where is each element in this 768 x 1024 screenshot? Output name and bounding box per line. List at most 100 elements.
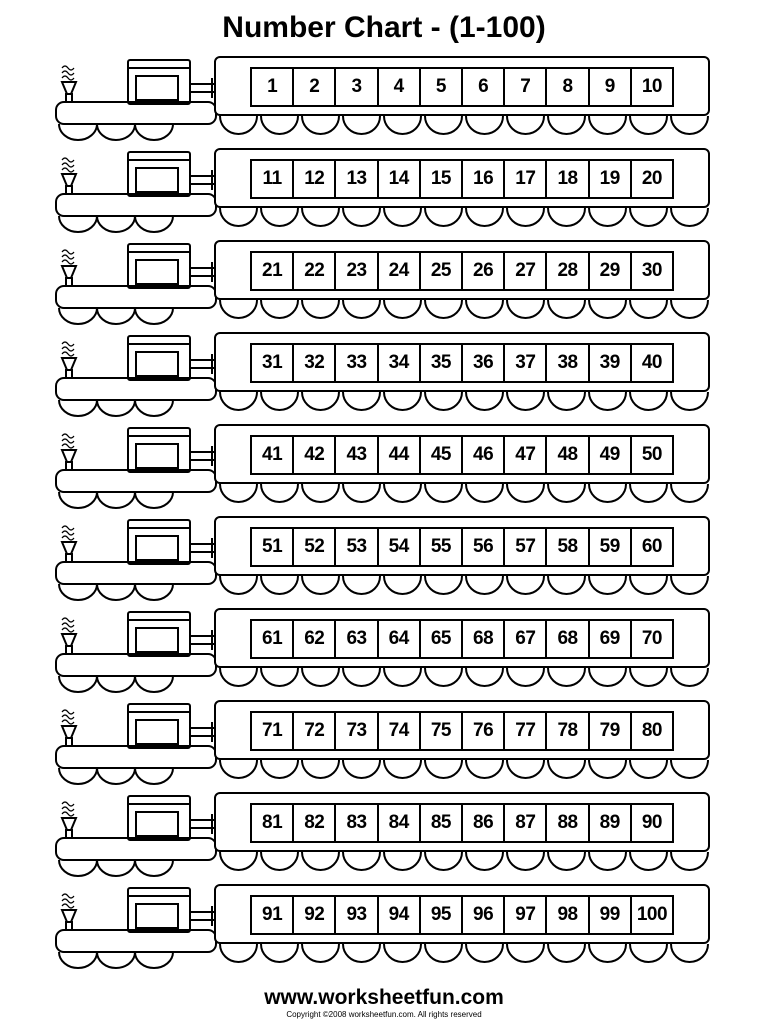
train-engine-icon <box>55 151 217 233</box>
number-cell: 77 <box>503 713 545 749</box>
car-wheels-icon <box>219 667 709 687</box>
number-cell: 68 <box>545 621 587 657</box>
car-wheels-icon <box>219 115 709 135</box>
number-cell: 95 <box>418 897 461 933</box>
number-cell: 91 <box>262 904 283 925</box>
footer-url: www.worksheetfun.com <box>264 986 504 1009</box>
number-cell: 96 <box>461 897 503 933</box>
number-cell: 84 <box>376 805 419 841</box>
number-cell: 46 <box>461 437 503 473</box>
car-wheels-icon <box>219 299 709 319</box>
number-cell: 47 <box>503 437 545 473</box>
number-cell: 52 <box>292 529 334 565</box>
number-cell: 54 <box>376 529 419 565</box>
number-cell: 76 <box>461 713 503 749</box>
car-wheels-icon <box>219 483 709 503</box>
number-cell: 23 <box>334 253 376 289</box>
number-cell: 74 <box>376 713 419 749</box>
number-cell: 80 <box>629 713 672 749</box>
number-cell: 38 <box>545 345 587 381</box>
number-cell: 73 <box>334 713 376 749</box>
number-cell: 90 <box>629 805 672 841</box>
number-cell: 43 <box>334 437 376 473</box>
number-cell: 63 <box>334 621 376 657</box>
number-cell: 16 <box>461 161 503 197</box>
number-cell: 6 <box>461 69 503 105</box>
number-cell: 5 <box>418 69 461 105</box>
number-cell: 89 <box>587 805 630 841</box>
number-cell: 59 <box>587 529 630 565</box>
number-cell: 53 <box>334 529 376 565</box>
number-cell: 99 <box>587 897 630 933</box>
number-cell: 58 <box>545 529 587 565</box>
number-cell: 26 <box>461 253 503 289</box>
number-cell: 30 <box>629 253 672 289</box>
number-cell: 60 <box>629 529 672 565</box>
page-title: Number Chart - (1-100) <box>222 11 546 44</box>
number-cell: 40 <box>629 345 672 381</box>
number-cell: 19 <box>587 161 630 197</box>
number-cell: 13 <box>334 161 376 197</box>
number-cell: 55 <box>418 529 461 565</box>
number-cell: 33 <box>334 345 376 381</box>
train-engine-icon <box>55 611 217 693</box>
car-wheels-icon <box>219 575 709 595</box>
number-cell: 14 <box>376 161 419 197</box>
number-cell: 45 <box>418 437 461 473</box>
number-cell: 37 <box>503 345 545 381</box>
number-cell: 11 <box>262 168 283 189</box>
number-cell: 31 <box>262 352 283 373</box>
number-cell: 24 <box>376 253 419 289</box>
number-cell: 68 <box>461 621 503 657</box>
number-cell: 18 <box>545 161 587 197</box>
number-cell: 44 <box>376 437 419 473</box>
number-cell: 56 <box>461 529 503 565</box>
car-wheels-icon <box>219 851 709 871</box>
car-wheels-icon <box>219 943 709 963</box>
number-cell: 32 <box>292 345 334 381</box>
number-cell: 83 <box>334 805 376 841</box>
number-cell: 51 <box>262 536 283 557</box>
number-cell: 41 <box>262 444 283 465</box>
number-cell: 29 <box>587 253 630 289</box>
footer-copyright: Copyright ©2008 worksheetfun.com. All ri… <box>286 1010 482 1019</box>
number-cell: 42 <box>292 437 334 473</box>
number-cell: 65 <box>418 621 461 657</box>
number-cell: 2 <box>292 69 334 105</box>
number-cell: 94 <box>376 897 419 933</box>
number-cell: 28 <box>545 253 587 289</box>
train-engine-icon <box>55 243 217 325</box>
number-cell: 50 <box>629 437 672 473</box>
number-cell: 21 <box>262 260 283 281</box>
number-cell: 97 <box>503 897 545 933</box>
number-cell: 4 <box>376 69 419 105</box>
number-cell: 78 <box>545 713 587 749</box>
number-cell: 12 <box>292 161 334 197</box>
number-cell: 48 <box>545 437 587 473</box>
number-cell: 88 <box>545 805 587 841</box>
train-engine-icon <box>55 427 217 509</box>
number-cell: 57 <box>503 529 545 565</box>
number-cell: 81 <box>262 812 283 833</box>
number-cell: 36 <box>461 345 503 381</box>
number-cell: 87 <box>503 805 545 841</box>
